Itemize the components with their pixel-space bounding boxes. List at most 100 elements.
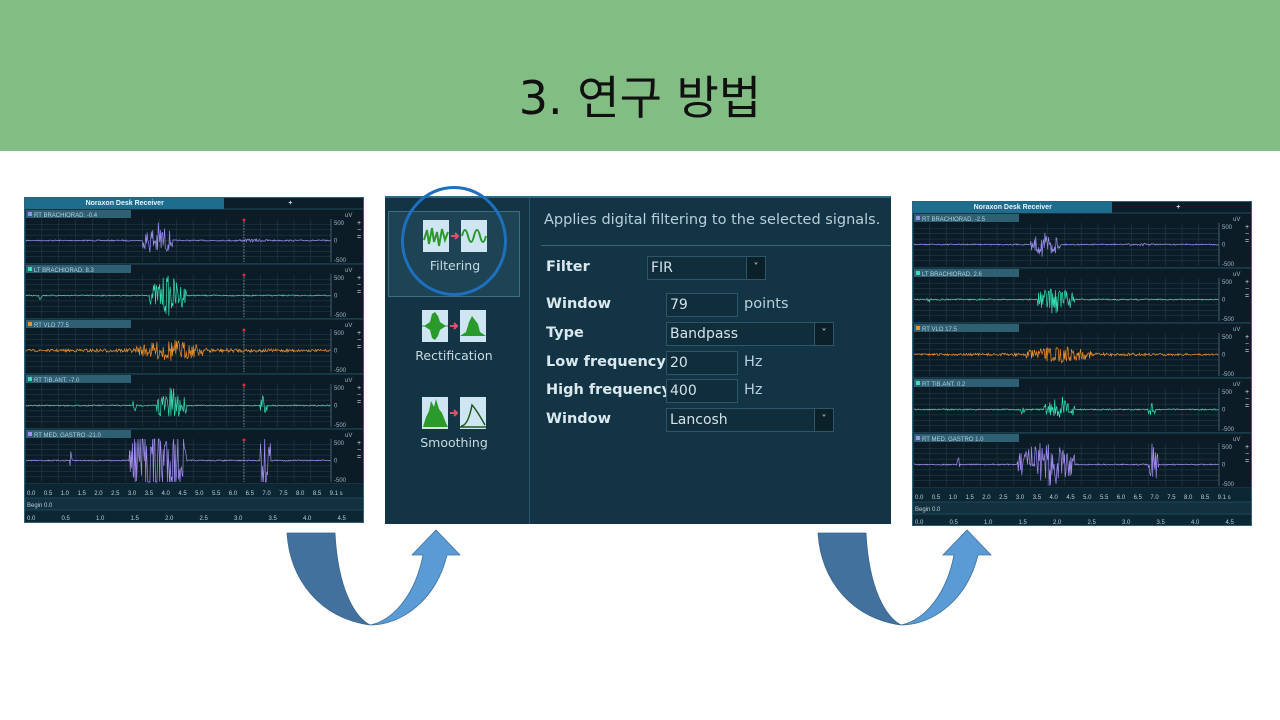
unit-label: uV bbox=[345, 213, 352, 219]
add-tab-button[interactable]: + bbox=[288, 200, 293, 207]
time-tick: 7.0 bbox=[262, 491, 271, 497]
channel-color-swatch bbox=[28, 432, 32, 436]
add-tab-button[interactable]: + bbox=[1176, 204, 1181, 211]
scale-bottom: -500 bbox=[1222, 372, 1235, 378]
scale-mid: 0 bbox=[1222, 243, 1226, 249]
scale-top: 500 bbox=[1222, 390, 1233, 396]
zoom-control-1: − bbox=[1245, 286, 1249, 293]
scale-top: 500 bbox=[1222, 335, 1233, 341]
scale-mid: 0 bbox=[1222, 408, 1226, 414]
zoom-control-1: − bbox=[357, 392, 361, 399]
zoom-control-0: + bbox=[357, 275, 361, 282]
overview-bar[interactable] bbox=[25, 497, 364, 511]
time-tick: 8.5 bbox=[1201, 495, 1210, 501]
channel-color-swatch bbox=[916, 326, 920, 330]
time-tick: 5.5 bbox=[1100, 495, 1109, 501]
tab-desk-receiver[interactable]: Noraxon Desk Receiver bbox=[25, 198, 225, 209]
time-tick: 9.1 s bbox=[1218, 495, 1231, 501]
unit-label: uV bbox=[1233, 217, 1240, 223]
overview-tick: 1.0 bbox=[984, 520, 993, 526]
low-frequency-input[interactable]: 20 bbox=[666, 351, 738, 375]
tab-bar: Noraxon Desk Receiver + bbox=[25, 198, 363, 209]
time-tick: 3.5 bbox=[145, 491, 154, 497]
channel-color-swatch bbox=[28, 377, 32, 381]
scale-top: 500 bbox=[1222, 445, 1233, 451]
zoom-control-0: + bbox=[357, 440, 361, 447]
zoom-control-1: − bbox=[1245, 451, 1249, 458]
high-frequency-input[interactable]: 400 bbox=[666, 379, 738, 403]
flow-arrows bbox=[286, 529, 992, 626]
unit-label: uV bbox=[1233, 327, 1240, 333]
time-tick: 8.5 bbox=[313, 491, 322, 497]
unit-label: uV bbox=[345, 378, 352, 384]
channel-color-swatch bbox=[28, 267, 32, 271]
scale-bottom: -500 bbox=[334, 368, 347, 374]
low-frequency-label: Low frequency bbox=[546, 354, 666, 370]
zoom-control-1: − bbox=[1245, 231, 1249, 238]
tool-rectification[interactable]: Rectification bbox=[388, 302, 520, 388]
type-select[interactable]: Bandpass ˅ bbox=[666, 322, 834, 346]
time-tick: 2.0 bbox=[982, 495, 991, 501]
overview-bar[interactable] bbox=[913, 501, 1252, 515]
channel-label: RT MED. GASTRO -21.0 bbox=[34, 433, 101, 439]
time-tick: 0.0 bbox=[915, 495, 924, 501]
high-frequency-unit: Hz bbox=[744, 382, 763, 398]
time-tick: 7.0 bbox=[1150, 495, 1159, 501]
zoom-control-2: = bbox=[357, 454, 361, 461]
scale-bottom: -500 bbox=[1222, 482, 1235, 488]
scale-top: 500 bbox=[334, 441, 345, 447]
tool-smoothing[interactable]: Smoothing bbox=[388, 389, 520, 475]
zoom-control-0: + bbox=[1245, 389, 1249, 396]
tab-bar: Noraxon Desk Receiver + bbox=[913, 202, 1251, 213]
filter-select[interactable]: FIR ˅ bbox=[647, 256, 766, 280]
unit-label: uV bbox=[1233, 437, 1240, 443]
overview-tick: 4.5 bbox=[1226, 520, 1235, 526]
zoom-control-2: = bbox=[357, 399, 361, 406]
time-tick: 1.5 bbox=[965, 495, 974, 501]
channel-label: RT TIB.ANT. -7.0 bbox=[34, 378, 80, 384]
tab-desk-receiver[interactable]: Noraxon Desk Receiver bbox=[913, 202, 1113, 213]
chevron-down-icon[interactable]: ˅ bbox=[814, 323, 833, 345]
window-function-label: Window bbox=[546, 411, 612, 427]
overview-tick: 2.5 bbox=[1088, 520, 1097, 526]
overview-tick: 3.5 bbox=[1157, 520, 1166, 526]
overview-tick: 4.0 bbox=[303, 516, 312, 522]
emg-trace bbox=[25, 340, 331, 361]
time-tick: 4.5 bbox=[178, 491, 187, 497]
chevron-down-icon[interactable]: ˅ bbox=[746, 257, 765, 279]
chevron-down-icon[interactable]: ˅ bbox=[814, 409, 833, 431]
filter-description: Applies digital filtering to the selecte… bbox=[544, 212, 881, 228]
zoom-control-1: − bbox=[357, 337, 361, 344]
channel-label: RT BRACHIORAD. -2.5 bbox=[922, 217, 986, 223]
type-label: Type bbox=[546, 325, 584, 341]
window-points-input[interactable]: 79 bbox=[666, 293, 738, 317]
slide-header: 3. 연구 방법 bbox=[0, 0, 1280, 151]
scale-bottom: -500 bbox=[334, 423, 347, 429]
begin-label: Begin 0.0 bbox=[915, 507, 941, 513]
window-function-select[interactable]: Lancosh ˅ bbox=[666, 408, 834, 432]
scale-top: 500 bbox=[1222, 225, 1233, 231]
filter-value: FIR bbox=[651, 260, 673, 276]
channel-label: LT BRACHIORAD. 2.6 bbox=[922, 272, 982, 278]
scale-mid: 0 bbox=[1222, 353, 1226, 359]
overview-tick: 2.0 bbox=[1053, 520, 1062, 526]
scale-mid: 0 bbox=[334, 459, 338, 465]
channel-color-swatch bbox=[916, 271, 920, 275]
zoom-control-2: = bbox=[1245, 293, 1249, 300]
time-tick: 0.5 bbox=[932, 495, 941, 501]
scale-mid: 0 bbox=[334, 349, 338, 355]
time-tick: 6.5 bbox=[1134, 495, 1143, 501]
filter-label: Filter bbox=[546, 259, 590, 275]
time-tick: 8.0 bbox=[1184, 495, 1193, 501]
zoom-control-2: = bbox=[1245, 238, 1249, 245]
